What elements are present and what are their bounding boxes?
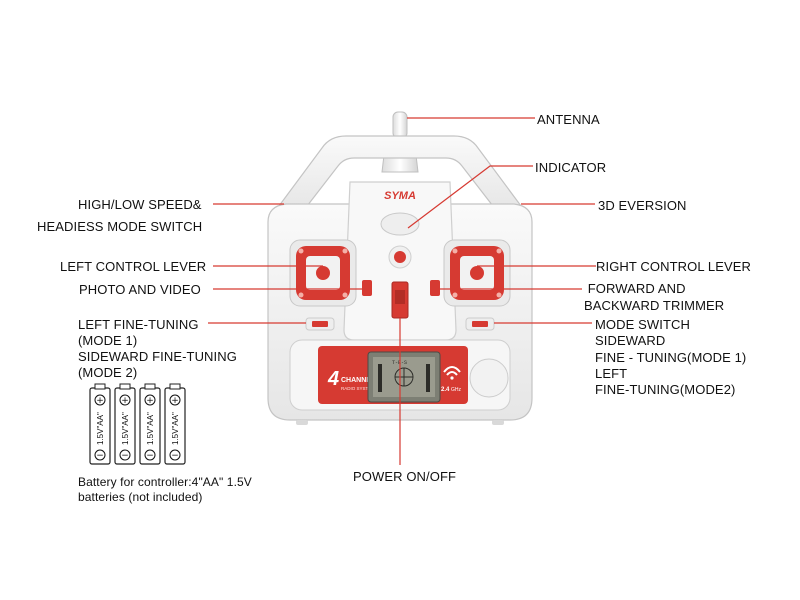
label-right-lever: RIGHT CONTROL LEVER (596, 259, 752, 274)
minus-mark: − (171, 451, 179, 461)
channel-number: 4 (327, 368, 339, 390)
wireless-icon (443, 366, 461, 380)
batteries-group: + + + + − − − − 1.5V"AA" 1.5V"AA" 1.5V"A… (89, 383, 186, 465)
leader-lines (208, 117, 596, 465)
indicator-light (380, 212, 420, 236)
right-control-lever[interactable] (443, 239, 511, 307)
battery-label: 1.5V"AA" (96, 412, 105, 445)
label-trimmer-line1: FORWARD AND (584, 281, 686, 296)
battery-caption-line2: batteries (not included) (78, 490, 203, 504)
battery-1 (89, 383, 111, 465)
label-mode-switch-line5: FINE-TUNING(MODE2) (595, 382, 736, 397)
label-photo-video: PHOTO AND VIDEO (79, 282, 201, 297)
channel-text: CHANNEL (341, 377, 376, 384)
label-power: POWER ON/OFF (353, 469, 457, 484)
label-left-lever: LEFT CONTROL LEVER (60, 259, 207, 274)
label-mode-switch-line2: SIDEWARD (595, 333, 666, 348)
center-button-cap (394, 251, 406, 263)
forward-backward-trimmer[interactable] (430, 280, 440, 296)
brand-logo: SYMA (384, 190, 416, 202)
power-switch-grip (395, 290, 405, 304)
battery-caption-line1: Battery for controller:4"AA" 1.5V (78, 475, 252, 489)
label-left-fine-line4: (MODE 2) (78, 365, 138, 380)
label-speed-switch-line2: HEADIESS MODE SWITCH (37, 219, 203, 234)
battery-3 (139, 383, 161, 465)
frequency-unit: GHz (451, 387, 462, 393)
left-foot (296, 420, 308, 425)
photo-video-button[interactable] (362, 280, 372, 296)
leader-indicator (407, 165, 533, 229)
minus-mark: − (146, 451, 154, 461)
label-trimmer-line2: BACKWARD TRIMMER (584, 298, 725, 313)
label-left-fine-line2: (MODE 1) (78, 333, 138, 348)
label-left-fine-line3: SIDEWARD FINE-TUNING (78, 349, 237, 364)
label-antenna: ANTENNA (537, 112, 600, 127)
minus-mark: − (121, 451, 129, 461)
plus-mark: + (171, 396, 179, 406)
right-foot (492, 420, 504, 425)
label-indicator: INDICATOR (535, 160, 607, 175)
label-left-fine-line1: LEFT FINE-TUNING (78, 317, 199, 332)
left-fine-tuning-cap (312, 321, 328, 327)
label-mode-switch-line1: MODE SWITCH (595, 317, 690, 332)
minus-mark: − (96, 451, 104, 461)
left-control-lever[interactable] (289, 239, 357, 307)
label-speed-switch-line1: HIGH/LOW SPEED& (78, 197, 202, 212)
plus-mark: + (96, 396, 104, 406)
lcd-screen: T-E-S (367, 351, 441, 403)
battery-label: 1.5V"AA" (171, 412, 180, 445)
label-mode-switch-line4: LEFT (595, 366, 628, 381)
frequency-value: 2.4 (441, 387, 450, 393)
battery-label: 1.5V"AA" (121, 412, 130, 445)
round-dial[interactable] (469, 358, 509, 398)
battery-2 (114, 383, 136, 465)
plus-mark: + (146, 396, 154, 406)
right-fine-tuning-cap (472, 321, 488, 327)
label-mode-switch-line3: FINE - TUNING(MODE 1) (595, 350, 747, 365)
label-eversion: 3D EVERSION (598, 198, 687, 213)
battery-label: 1.5V"AA" (146, 412, 155, 445)
battery-4 (164, 383, 186, 465)
plus-mark: + (121, 396, 129, 406)
channel-subtext: RADIO SYSTEM (341, 386, 375, 391)
